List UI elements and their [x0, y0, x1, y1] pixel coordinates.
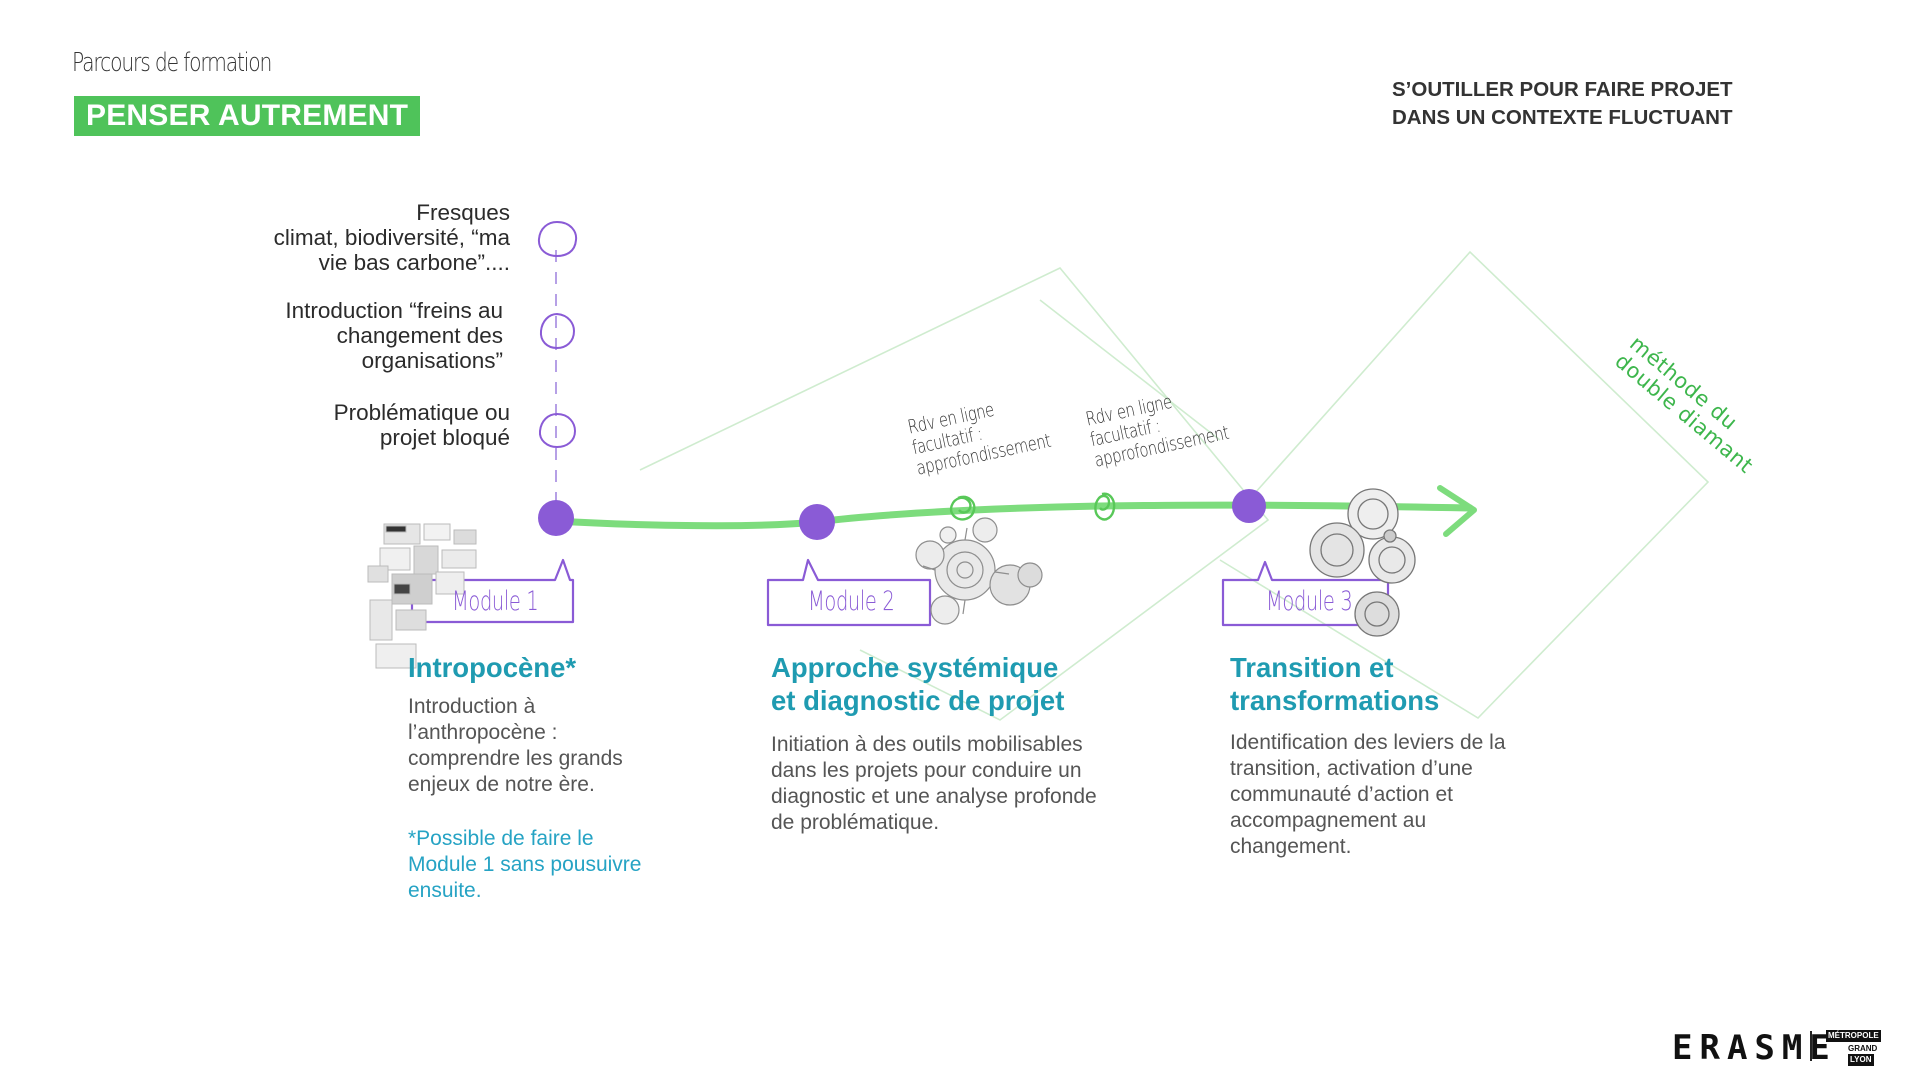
- module-3-bubble: [1221, 560, 1390, 627]
- page-title: PENSER AUTREMENT: [74, 96, 421, 136]
- prereq-circle-2: [539, 312, 576, 350]
- module-3-label: Module 3: [1266, 586, 1353, 617]
- rdv-mark-2: [1094, 492, 1116, 521]
- prereq-circle-3: [538, 412, 577, 449]
- subtitle: S’OUTILLER POUR FAIRE PROJET DANS UN CON…: [1392, 76, 1792, 132]
- prereq-fresques: Fresques climat, biodiversité, “ma vie b…: [210, 200, 510, 275]
- module-1-note-line-2: Module 1 sans pousuivre: [408, 853, 642, 876]
- module-3-title-line-1: Transition et: [1230, 652, 1394, 683]
- module-1-collage: [367, 523, 477, 669]
- prereq-1-line-1: Fresques: [416, 200, 510, 225]
- module-2-title-line-2: et diagnostic de projet: [771, 685, 1065, 716]
- module-3-desc-line-4: accompagnement au: [1230, 809, 1427, 832]
- module-3-desc-line-5: changement.: [1230, 835, 1352, 858]
- module-2-bubble: [766, 558, 932, 627]
- module-1-desc-line-4: enjeux de notre ère.: [408, 773, 595, 796]
- prereq-3-line-2: projet bloqué: [379, 425, 510, 450]
- prereq-1-line-3: vie bas carbone”....: [318, 250, 510, 275]
- module-1-note-line-3: ensuite.: [408, 879, 482, 902]
- prereq-problematique: Problématique ou projet bloqué: [210, 400, 510, 450]
- prereq-2-line-1: Introduction “freins au: [285, 298, 503, 323]
- module-3-desc-line-2: transition, activation d’une: [1230, 757, 1473, 780]
- double-diamond: [639, 250, 1710, 721]
- module-3-spheres: [1309, 488, 1416, 637]
- metropole-word: MÉTROPOLE: [1826, 1030, 1881, 1042]
- rdv-mark-1: [949, 495, 976, 521]
- module-2-title: Approche systémique et diagnostic de pro…: [771, 651, 1064, 717]
- module-1-title: Intropocène*: [408, 652, 577, 683]
- prereq-circle-1: [537, 220, 578, 258]
- module-2-desc-line-2: dans les projets pour conduire un: [771, 759, 1082, 782]
- module-1-desc-line-3: comprendre les grands: [408, 747, 623, 770]
- module-2-desc-line-3: diagnostic et une analyse profonde: [771, 785, 1097, 808]
- module-1-note: *Possible de faire le Module 1 sans pous…: [408, 826, 698, 904]
- module-3-desc: Identification des leviers de la transit…: [1230, 730, 1560, 860]
- module-1-node: [538, 500, 574, 536]
- prereq-2-line-2: changement des: [336, 323, 503, 348]
- module-2-node: [799, 504, 835, 540]
- grand-word: GRAND: [1848, 1044, 1878, 1053]
- module-1-desc-line-2: l’anthropocène :: [408, 721, 558, 744]
- module-1-desc-line-1: Introduction à: [408, 695, 536, 718]
- timeline-arrowhead: [1437, 485, 1477, 537]
- module-1-bubble: [410, 558, 575, 624]
- lyon-word: LYON: [1848, 1054, 1874, 1066]
- logo-separator: [1810, 1031, 1812, 1061]
- module-2-desc: Initiation à des outils mobilisables dan…: [771, 732, 1191, 836]
- module-2-desc-line-1: Initiation à des outils mobilisables: [771, 733, 1083, 756]
- module-1-label: Module 1: [452, 586, 539, 617]
- module-2-label: Module 2: [808, 586, 895, 617]
- kicker: Parcours de formation: [72, 48, 272, 78]
- prereq-3-line-1: Problématique ou: [333, 400, 510, 425]
- module-3-node: [1232, 489, 1266, 523]
- subtitle-line-1: S’OUTILLER POUR FAIRE PROJET: [1392, 78, 1733, 101]
- module-3-title: Transition et transformations: [1230, 651, 1439, 717]
- metropole-logo: MÉTROPOLE GRAND LYON: [1826, 1030, 1904, 1066]
- prereq-freins: Introduction “freins au changement des o…: [200, 298, 503, 373]
- module-3-desc-line-1: Identification des leviers de la: [1230, 731, 1506, 754]
- module-2-texture: [915, 517, 1043, 625]
- module-1-note-line-1: *Possible de faire le: [408, 827, 594, 850]
- erasme-logo: ERASME: [1672, 1028, 1837, 1068]
- timeline-line: [552, 501, 1474, 530]
- module-2-desc-line-4: de problématique.: [771, 811, 940, 834]
- module-2-title-line-1: Approche systémique: [771, 652, 1059, 683]
- module-3-title-line-2: transformations: [1230, 685, 1440, 716]
- module-3-desc-line-3: communauté d’action et: [1230, 783, 1453, 806]
- module-1-desc: Introduction à l’anthropocène : comprend…: [408, 694, 668, 798]
- subtitle-line-2: DANS UN CONTEXTE FLUCTUANT: [1392, 106, 1733, 129]
- prereq-1-line-2: climat, biodiversité, “ma: [273, 225, 510, 250]
- prereq-2-line-3: organisations”: [361, 348, 503, 373]
